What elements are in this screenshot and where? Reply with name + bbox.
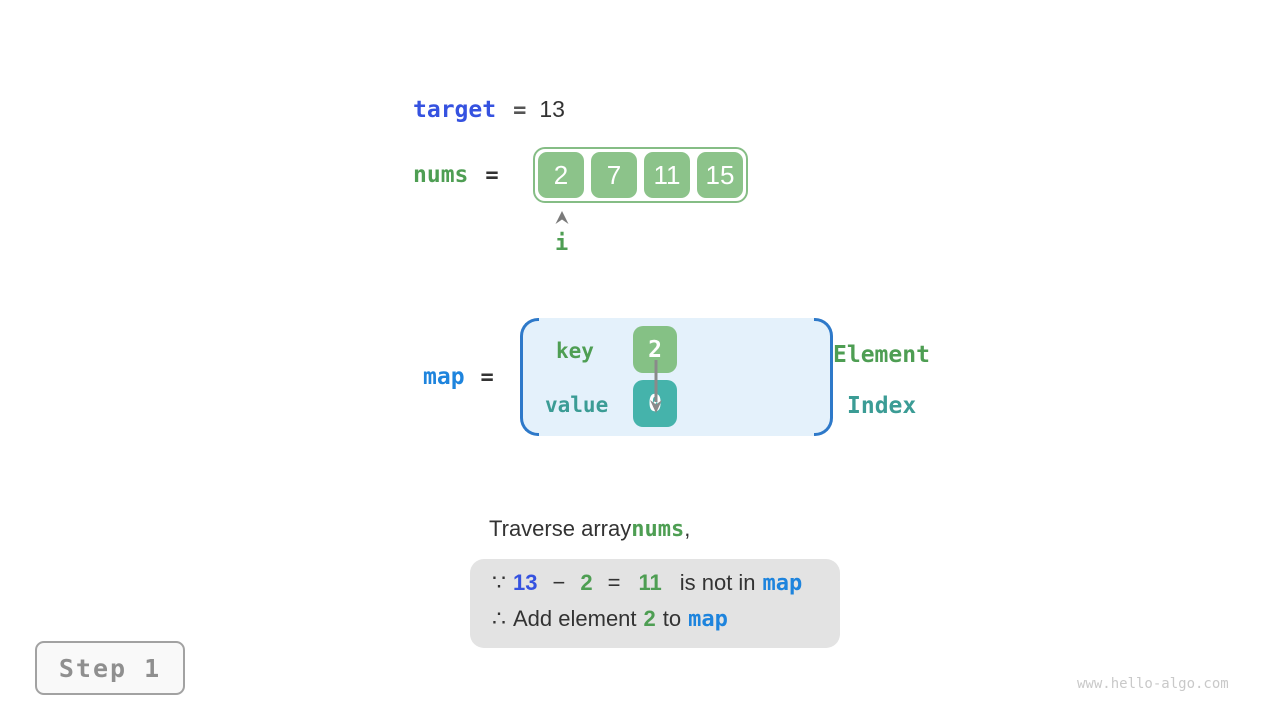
array-cell: 2 — [538, 152, 584, 198]
equals-sign: = — [607, 570, 621, 595]
minus-sign: − — [552, 570, 566, 595]
map-variable: map — [423, 364, 465, 390]
map-container: key 2 value 0 — [520, 318, 833, 436]
element-label: Element — [833, 342, 930, 368]
caption-line: Traverse array nums , — [489, 516, 690, 542]
index-pointer-label: i — [555, 231, 569, 256]
nums-array: 2 7 11 15 — [533, 147, 748, 203]
index-label: Index — [847, 393, 917, 419]
value-label: value — [545, 393, 609, 417]
array-cell: 7 — [591, 152, 637, 198]
nums-line: nums = — [413, 162, 499, 188]
left-bracket — [520, 318, 539, 436]
up-arrow-icon — [555, 211, 569, 224]
step-badge: Step 1 — [35, 641, 185, 695]
right-bracket — [814, 318, 833, 436]
note-map-ref: map — [762, 571, 803, 596]
equals-sign: = — [485, 163, 499, 188]
note-text: to — [662, 606, 682, 631]
note-box: ∵ 13 − 2 = 11 is not in map ∴ Add elemen… — [470, 559, 840, 648]
down-arrow-icon — [650, 360, 662, 413]
because-sign: ∵ — [492, 570, 506, 595]
note-map-ref: map — [688, 607, 728, 632]
target-line: target = 13 — [413, 96, 565, 123]
note-target-value: 13 — [513, 570, 538, 595]
caption-nums: nums — [631, 517, 685, 542]
watermark: www.hello-algo.com — [1077, 676, 1229, 692]
map-line: map = — [423, 364, 494, 390]
note-difference-value: 11 — [638, 570, 662, 595]
note-text: Add element — [513, 606, 637, 631]
target-value: 13 — [539, 96, 565, 122]
equals-sign: = — [480, 365, 494, 390]
key-label: key — [556, 339, 594, 363]
note-text: is not in — [679, 570, 756, 595]
array-cell: 15 — [697, 152, 743, 198]
caption-prefix: Traverse array — [489, 516, 632, 541]
equals-sign: = — [513, 98, 527, 123]
note-element-value: 2 — [580, 570, 593, 595]
caption-suffix: , — [684, 516, 691, 541]
therefore-sign: ∴ — [492, 606, 506, 631]
target-variable: target — [413, 97, 497, 123]
nums-variable: nums — [413, 162, 469, 188]
note-line-2: ∴ Add element 2 to map — [492, 606, 728, 632]
array-cell: 11 — [644, 152, 690, 198]
note-element-value: 2 — [643, 606, 656, 631]
note-line-1: ∵ 13 − 2 = 11 is not in map — [492, 570, 802, 596]
